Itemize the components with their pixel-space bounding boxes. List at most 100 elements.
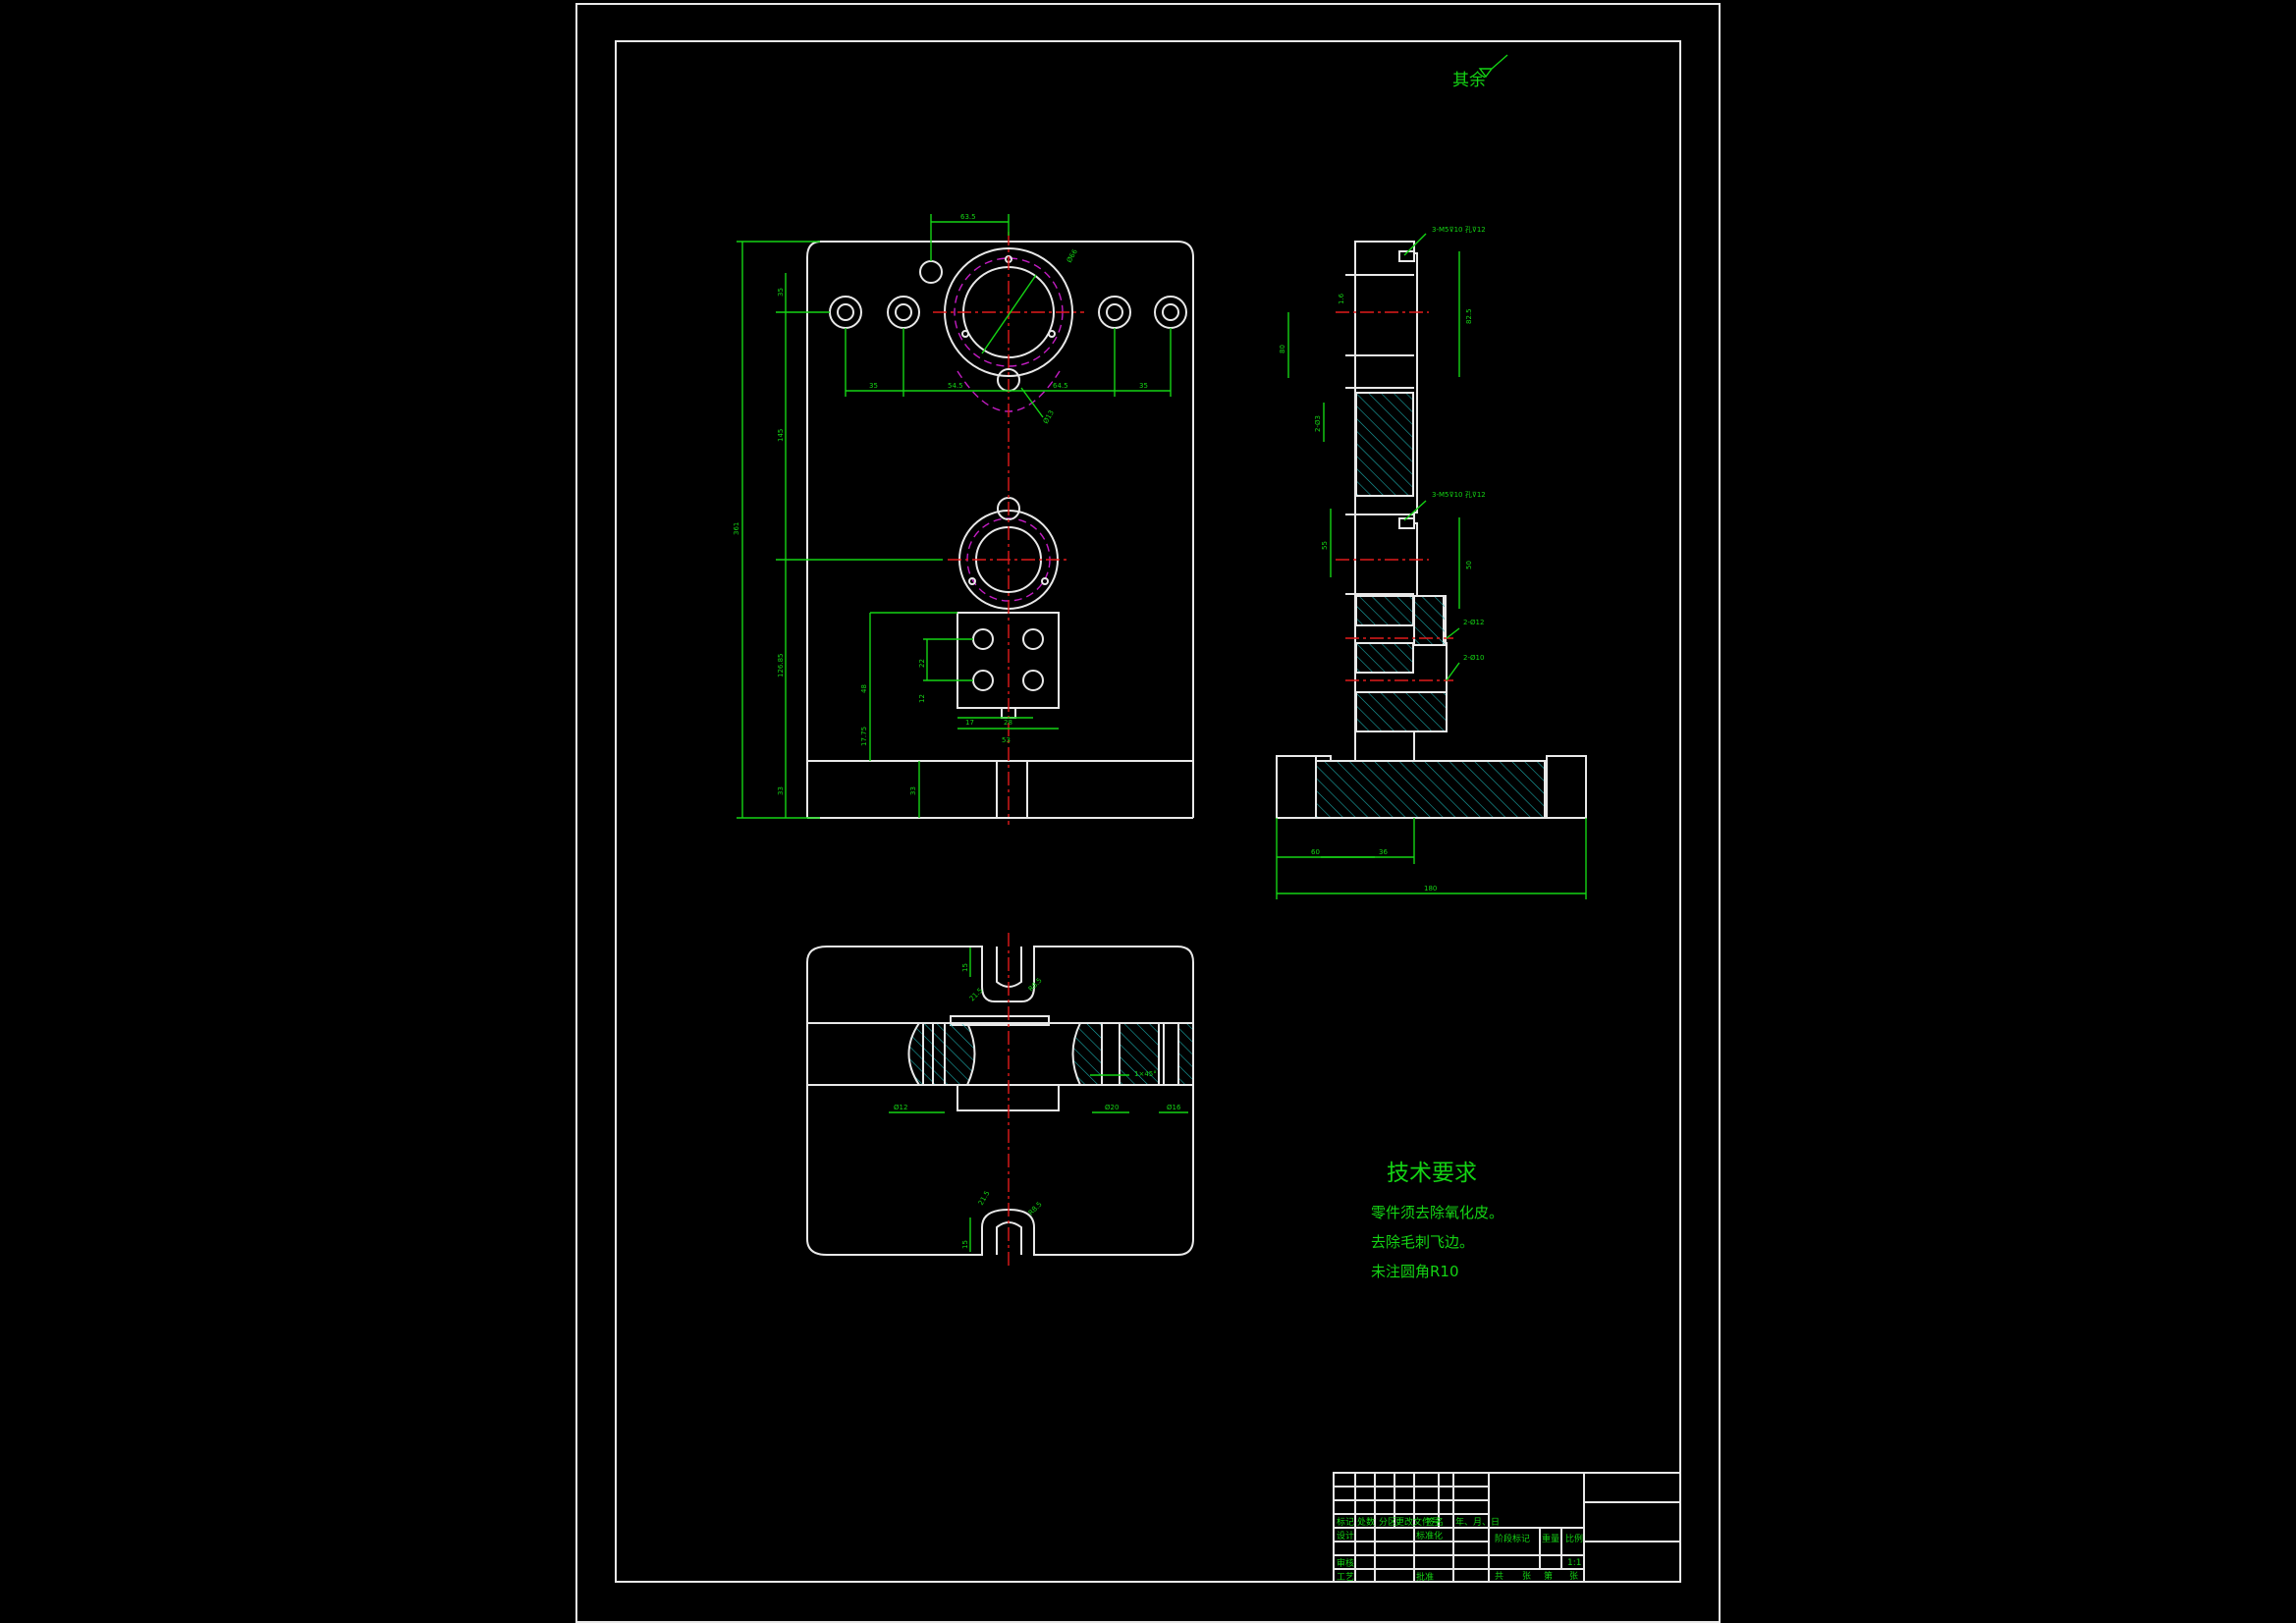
dim-bottom-offset-text: 17.75 (860, 727, 868, 746)
plan-right-hatch (1071, 1022, 1103, 1086)
front-hole-top-small (919, 260, 943, 284)
plan-view: R8.5 21.5 R8.5 21.5 15 15 Ø12 Ø20 Ø16 1×… (806, 933, 1194, 1267)
front-radial-leader (981, 274, 1037, 354)
dim-block-w1-text: 17 (965, 719, 974, 727)
front-base-slot (996, 760, 1028, 819)
plan-hole-b-text: Ø20 (1105, 1104, 1119, 1111)
tb-scale-label: 比例 (1565, 1533, 1583, 1544)
block-hole-2 (1022, 628, 1044, 650)
dim-pitch-dia-text: Ø66 (1066, 247, 1079, 264)
tb-sheet-num: 张 (1569, 1571, 1578, 1582)
dim-hole-dia-leader (1020, 387, 1044, 418)
plan-slot-d-text: 15 (961, 963, 969, 972)
side-base-left-pad (1276, 755, 1317, 819)
side-view: 3-M5⊽10 孔⊽12 3-M5⊽10 孔⊽12 2-Ø12 2-Ø10 80… (1276, 226, 1587, 899)
side-mid2-section-hatch (1355, 642, 1414, 674)
dim-center-right-text: 64.5 (1053, 382, 1068, 390)
side-dim-base-mid-text: 36 (1379, 848, 1388, 856)
side-thread-top (1398, 250, 1415, 262)
plan-outline (806, 946, 1194, 1256)
front-hole-4-inner (1162, 303, 1179, 321)
roughness-text: 其余 (1452, 71, 1486, 90)
block-hole-3 (972, 670, 994, 691)
roughness-symbol-icon (1478, 54, 1508, 79)
dim-block-gap-a-text: 22 (918, 659, 926, 668)
side-thread-note-mid: 3-M5⊽10 孔⊽12 (1432, 491, 1486, 499)
tech-req-item-2: 去除毛刺飞边。 (1371, 1233, 1474, 1251)
tb-weight-label: 重量 (1542, 1533, 1559, 1544)
dim-slot-height-text: 33 (909, 786, 917, 795)
tb-count: 处数 (1357, 1516, 1375, 1528)
side-dim-4-text: 50 (1465, 561, 1473, 569)
outer-sheet-border (575, 3, 1721, 1623)
dim-center-left-text: 54.5 (948, 382, 963, 390)
front-view: 63.5 361 145 126.85 33 35 35 54.5 64.5 3… (733, 213, 1194, 825)
side-upper-section-hatch (1355, 392, 1414, 497)
tb-design: 设计 (1337, 1530, 1354, 1542)
front-hole-1-outer (829, 296, 862, 329)
dim-block-height-text: 48 (860, 684, 868, 693)
front-hole-3-inner (1106, 303, 1123, 321)
plan-left-hatch (907, 1022, 946, 1086)
plan-slot-w-bot-text: 21.5 (977, 1189, 992, 1207)
dim-upper-height-text: 145 (777, 429, 785, 442)
tb-sheet-label: 张 (1522, 1571, 1531, 1582)
tech-req-heading: 技术要求 (1387, 1161, 1477, 1186)
side-lower-section-hatch (1355, 691, 1448, 732)
side-note-hole1-leader (1446, 627, 1460, 639)
tb-change-doc: 更改文件号 (1395, 1516, 1440, 1528)
dim-hole-dia-text: Ø13 (1042, 409, 1056, 425)
side-note-mid-leader (1403, 500, 1427, 521)
tb-stage-label: 阶段标记 (1495, 1533, 1530, 1544)
dim-top-offset-text: 35 (777, 288, 785, 297)
tech-requirements: 技术要求 零件须去除氧化皮。 去除毛刺飞边。 未注圆角R10 (1371, 1161, 1503, 1280)
tb-standard: 标准化 (1416, 1530, 1443, 1542)
title-block: 标记 处数 分区 更改文件号 签名 年、月、日 设计 标准化 审核 工艺 批准 … (1333, 1472, 1681, 1583)
side-hole-note-2: 2-Ø10 (1463, 654, 1484, 662)
roughness-note: 其余 (1452, 54, 1508, 90)
side-note-hole2-leader (1446, 662, 1460, 681)
plan-left-hatch-2 (944, 1022, 976, 1086)
dim-overall-height-text: 361 (733, 522, 740, 535)
front-hole-2-outer (887, 296, 920, 329)
side-note-top-leader (1403, 233, 1427, 256)
inner-frame-border (615, 40, 1681, 1583)
side-dim-3-text: 2-Ø3 (1314, 415, 1322, 432)
side-thread-mid (1398, 517, 1415, 529)
block-hole-4 (1022, 670, 1044, 691)
tb-mark: 标记 (1337, 1516, 1354, 1528)
plan-chamfer-text: 1×45° (1134, 1070, 1157, 1078)
dim-lower-height-text: 126.85 (777, 654, 785, 678)
plan-hole-a-text: Ø12 (894, 1104, 907, 1111)
side-dim-1-text: 1.6 (1338, 293, 1345, 304)
plan-slot-d2-text: 15 (961, 1240, 969, 1249)
tb-process: 工艺 (1337, 1572, 1354, 1583)
front-hole-4-outer (1154, 296, 1187, 329)
plan-top-plate (950, 1015, 1050, 1026)
dim-block-w2-text: 28 (1004, 719, 1012, 727)
side-hole-note-1: 2-Ø12 (1463, 619, 1484, 626)
side-base-section-hatch (1315, 760, 1546, 819)
side-thread-note-top: 3-M5⊽10 孔⊽12 (1432, 226, 1486, 234)
plan-right-hatch-3 (1177, 1022, 1194, 1086)
dim-top-width-text: 63.5 (960, 213, 976, 221)
side-dim-a-text: 80 (1279, 345, 1286, 353)
tb-scale-value: 1:1 (1567, 1558, 1581, 1568)
dim-right-offset-text: 35 (1139, 382, 1148, 390)
plan-slot-r-top-text: R8.5 (1027, 976, 1044, 993)
tb-zone: 分区 (1379, 1517, 1396, 1528)
tech-req-item-1: 零件须去除氧化皮。 (1371, 1204, 1503, 1221)
tb-review: 审核 (1337, 1557, 1354, 1569)
side-base-right-pad (1546, 755, 1587, 819)
front-thread-hole-2 (1048, 330, 1056, 338)
front-hole-2-inner (895, 303, 912, 321)
tb-sheet-total: 共 (1495, 1571, 1503, 1582)
plan-slot-r-bot-text: R8.5 (1027, 1200, 1044, 1217)
tb-approve: 批准 (1416, 1571, 1434, 1583)
front-hole-3-outer (1098, 296, 1131, 329)
side-dim-base-left-text: 60 (1311, 848, 1320, 856)
front-thread-hole-1 (961, 330, 969, 338)
block-hole-1 (972, 628, 994, 650)
tech-req-item-3: 未注圆角R10 (1371, 1263, 1459, 1280)
